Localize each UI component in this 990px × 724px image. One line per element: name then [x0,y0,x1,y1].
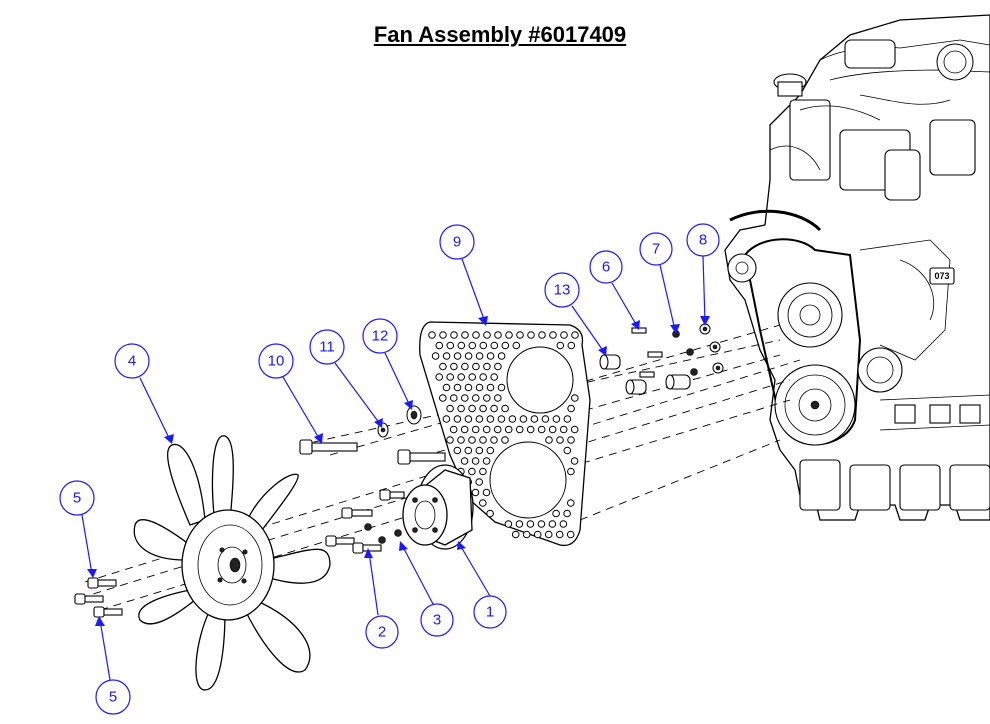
svg-text:13: 13 [554,282,571,299]
callout-6: 6 [589,250,623,284]
callout-4: 4 [114,343,150,379]
svg-text:5: 5 [109,689,117,706]
fan-hub [402,464,474,550]
callout-12: 12 [362,318,398,354]
callout-7: 7 [639,232,673,266]
svg-text:3: 3 [433,612,441,629]
svg-text:10: 10 [268,353,285,370]
callout-3: 3 [420,603,454,637]
callout-5-upper: 5 [59,480,95,516]
svg-text:7: 7 [652,241,660,258]
callout-5-lower: 5 [95,679,131,715]
hub-bolts [325,489,405,554]
svg-text:8: 8 [699,232,707,249]
svg-text:4: 4 [128,353,136,370]
fan-bolts [74,577,123,618]
svg-text:6: 6 [602,259,610,276]
diagram-title: Fan Assembly #6017409 [373,22,627,47]
callout-10: 10 [258,343,294,379]
svg-text:5: 5 [73,490,81,507]
svg-text:11: 11 [319,339,335,356]
callout-13: 13 [544,272,580,308]
plate-perforations [428,331,579,539]
callout-11: 11 [309,329,345,365]
engine-tag: 073 [934,271,949,281]
callout-2: 2 [365,615,399,649]
callout-9: 9 [439,224,475,260]
callout-1: 1 [473,595,507,629]
fan-blades [133,435,331,691]
svg-text:2: 2 [378,624,386,641]
leader-lines [81,255,710,681]
engine-illustration: 073 [724,14,990,521]
long-bolts [299,405,446,465]
small-bolts-washers [631,323,724,378]
svg-text:9: 9 [453,234,461,251]
spacers [599,354,691,395]
svg-text:12: 12 [372,328,389,345]
spacer-plate [419,321,591,547]
svg-text:1: 1 [486,604,494,621]
callout-8: 8 [686,223,720,257]
